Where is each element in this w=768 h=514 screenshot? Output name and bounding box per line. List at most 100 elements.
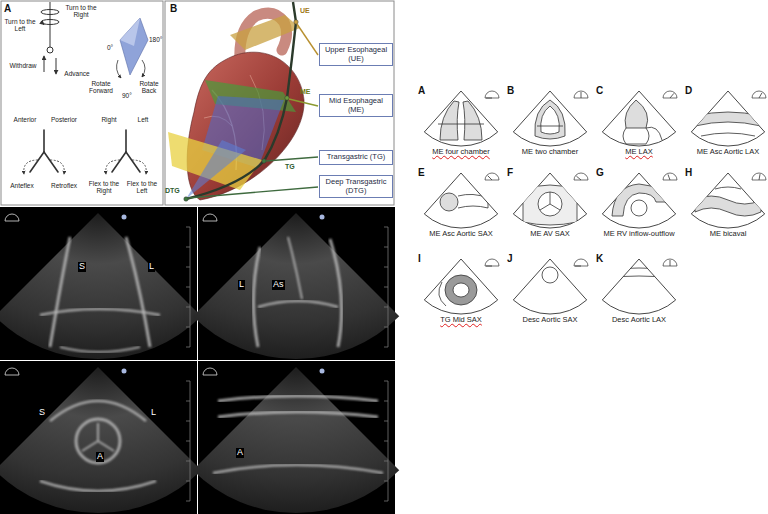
scale-tick (186, 381, 190, 382)
angle-needle (488, 176, 492, 180)
level-name: Upper Esophageal (UE) (321, 46, 391, 63)
structure-label: L (148, 262, 155, 272)
plane-icon (203, 214, 217, 221)
sector-outline (602, 173, 675, 228)
view-letter: H (685, 167, 692, 178)
view-cell: AME four chamber (418, 88, 504, 156)
view-cell: DME Asc Aortic LAX (685, 88, 768, 156)
scale-tick (186, 441, 190, 442)
echo-structure (213, 465, 383, 473)
view-sketch (685, 170, 768, 230)
echo-image (0, 361, 201, 514)
structure-label: As (272, 280, 285, 290)
echo-structure (330, 239, 342, 347)
echo-image (193, 207, 399, 360)
angle-needle (486, 98, 492, 99)
structure-label: L (150, 408, 157, 418)
panel-label: 180° (149, 36, 162, 43)
view-letter: I (418, 253, 421, 264)
anatomy-outline (631, 200, 647, 216)
anatomy-outline (701, 133, 755, 136)
level-box: Mid Esophageal (ME) (319, 94, 393, 117)
panel-label: TG (285, 163, 295, 171)
scale-tick (186, 501, 190, 502)
view-caption: Desc Aortic LAX (596, 315, 682, 324)
plane-icon (5, 214, 19, 221)
sector-outline (691, 173, 764, 228)
panel-label: Turn to the Left (2, 18, 38, 32)
anatomy-outline (606, 268, 672, 278)
anatomy-outline (542, 267, 558, 283)
marker-dot (122, 215, 127, 220)
panel-label: Rotate Forward (84, 80, 118, 94)
echo-structure (218, 396, 378, 401)
level-name: Mid Esophageal (ME) (321, 97, 391, 114)
view-letter: C (596, 85, 603, 96)
ultrasound-sector (0, 213, 201, 359)
angle-icon (663, 91, 677, 98)
sector-outline (424, 91, 497, 146)
view-sketch (596, 170, 682, 230)
sector-outline (513, 91, 586, 146)
panel-frame (1, 1, 163, 205)
panel-label: Turn to the Right (60, 4, 102, 18)
anatomy-outline (695, 112, 761, 126)
scale-tick (384, 381, 388, 382)
anatomy-outline (695, 196, 761, 216)
echo-structure (253, 247, 260, 347)
panel-label: Advance (60, 70, 94, 77)
echo-image (193, 361, 399, 514)
panel-label: ME (300, 88, 311, 96)
panel-label: UE (300, 7, 310, 15)
anatomy-outline (463, 101, 482, 140)
view-caption: ME AV SAX (507, 229, 593, 238)
view-caption: ME two chamber (507, 147, 593, 156)
panel-label: Anterior (8, 116, 42, 123)
level-box: Upper Esophageal (UE) (319, 43, 393, 66)
panel-label: A (4, 3, 11, 14)
panel-label: B (170, 3, 177, 14)
view-caption: TG Mid SAX (418, 315, 504, 324)
view-letter: J (507, 253, 513, 264)
ultrasound-sector (193, 213, 399, 359)
anatomy-outline (440, 193, 458, 211)
anatomy-outline (523, 185, 577, 225)
scale-tick (384, 461, 388, 462)
anatomy-outline (715, 187, 741, 189)
panel-label: Retroflex (46, 182, 82, 189)
view-cell: I TG Mid SAX (418, 256, 504, 324)
view-cell: CME LAX (596, 88, 682, 156)
view-letter: B (507, 85, 514, 96)
scale-tick (384, 287, 388, 288)
scale-tick (384, 307, 388, 308)
panel-label: Right (96, 116, 122, 123)
panel-label: 0° (107, 44, 113, 51)
angle-needle (759, 174, 760, 180)
view-cell: GME RV inflow-outflow (596, 170, 682, 238)
echo-structure (97, 232, 100, 319)
view-cell: HME bicaval (685, 170, 768, 238)
ultrasound-sector (0, 367, 201, 513)
echo-structure (50, 237, 70, 347)
view-letter: K (596, 253, 603, 264)
scale-tick (186, 401, 190, 402)
sector-outline (513, 259, 586, 314)
flex-arrows (24, 160, 146, 174)
view-sketch (418, 256, 504, 316)
anatomy-outline (537, 126, 563, 127)
scale-tick (186, 347, 190, 348)
sector-outline (691, 91, 764, 146)
panel-label: DTG (165, 187, 180, 195)
view-cell: EME Asc Aortic SAX (418, 170, 504, 238)
scale-tick (186, 481, 190, 482)
level-box: Transgastric (TG) (319, 150, 393, 165)
anatomy-outline (538, 192, 562, 216)
scale-tick (186, 247, 190, 248)
echo-structure (60, 347, 140, 352)
view-letter: E (418, 167, 425, 178)
sector-outline (513, 173, 586, 228)
view-cell: FME AV SAX (507, 170, 593, 238)
